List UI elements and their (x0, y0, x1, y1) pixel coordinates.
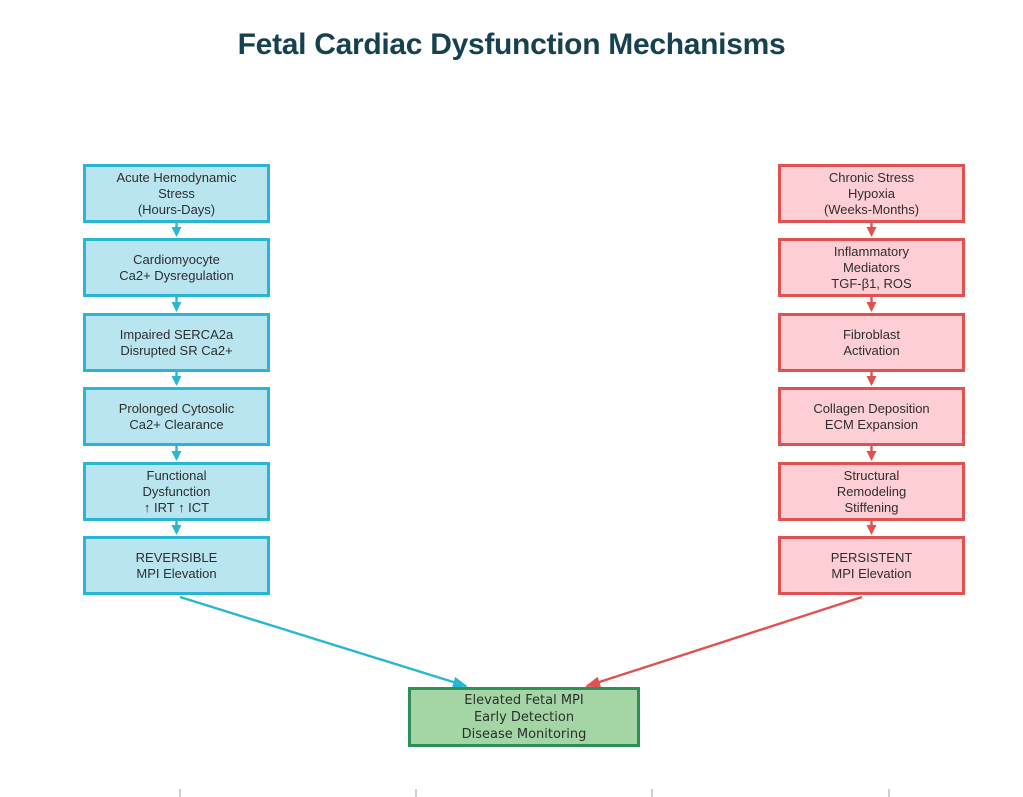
box-line: Cardiomyocyte (133, 251, 220, 267)
axis-tick (888, 789, 890, 797)
box-line: Prolonged Cytosolic (118, 400, 235, 416)
axis-tick (651, 789, 653, 797)
box-line: Ca2+ Dysregulation (119, 267, 234, 283)
box-line: Hypoxia (848, 185, 895, 201)
axis-tick (179, 789, 181, 797)
chronic-step-6-box: PERSISTENT MPI Elevation (778, 536, 965, 595)
box-line: REVERSIBLE (135, 549, 218, 565)
chronic-step-1-box: Chronic Stress Hypoxia (Weeks-Months) (778, 164, 965, 223)
box-line: Fibroblast (842, 326, 901, 342)
box-line: (Weeks-Months) (823, 201, 920, 217)
box-line: Structural (843, 467, 900, 483)
chronic-step-5-box: Structural Remodeling Stiffening (778, 462, 965, 521)
box-line: Inflammatory (833, 243, 910, 259)
chronic-step-3-box: Fibroblast Activation (778, 313, 965, 372)
box-line: Remodeling (836, 483, 907, 499)
arrow-chronic-to-outcome (585, 595, 863, 688)
acute-step-1-box: Acute Hemodynamic Stress (Hours-Days) (83, 164, 270, 223)
box-line: Stiffening (844, 499, 899, 515)
box-line: Functional (146, 467, 207, 483)
box-line: Elevated Fetal MPI (464, 692, 584, 708)
diagram-title: Fetal Cardiac Dysfunction Mechanisms (237, 28, 786, 61)
chronic-step-2-box: Inflammatory Mediators TGF-β1, ROS (778, 238, 965, 297)
acute-step-3-box: Impaired SERCA2a Disrupted SR Ca2+ (83, 313, 270, 372)
outcome-box: Elevated Fetal MPI Early Detection Disea… (408, 687, 640, 747)
box-line: Early Detection (473, 709, 575, 725)
box-line: Impaired SERCA2a (119, 326, 234, 342)
box-line: Chronic Stress (828, 169, 915, 185)
acute-step-5-box: Functional Dysfunction ↑ IRT ↑ ICT (83, 462, 270, 521)
box-line: Ca2+ Clearance (129, 416, 224, 432)
box-line: Disease Monitoring (461, 726, 587, 742)
box-line: Activation (843, 342, 900, 358)
acute-step-4-box: Prolonged Cytosolic Ca2+ Clearance (83, 387, 270, 446)
acute-step-2-box: Cardiomyocyte Ca2+ Dysregulation (83, 238, 270, 297)
box-line: ECM Expansion (824, 416, 919, 432)
box-line: Acute Hemodynamic (116, 169, 237, 185)
chronic-step-4-box: Collagen Deposition ECM Expansion (778, 387, 965, 446)
box-line: Mediators (842, 259, 901, 275)
box-line: ↑ IRT ↑ ICT (143, 499, 210, 515)
box-line: Stress (158, 185, 195, 201)
box-line: MPI Elevation (136, 565, 217, 581)
box-line: (Hours-Days) (137, 201, 216, 217)
arrow-acute-to-outcome (179, 595, 468, 688)
box-line: PERSISTENT (830, 549, 913, 565)
box-line: MPI Elevation (831, 565, 912, 581)
axis-tick (415, 789, 417, 797)
box-line: TGF-β1, ROS (831, 275, 912, 291)
box-line: Disrupted SR Ca2+ (120, 342, 233, 358)
acute-step-6-box: REVERSIBLE MPI Elevation (83, 536, 270, 595)
box-line: Dysfunction (142, 483, 211, 499)
box-line: Collagen Deposition (813, 400, 930, 416)
